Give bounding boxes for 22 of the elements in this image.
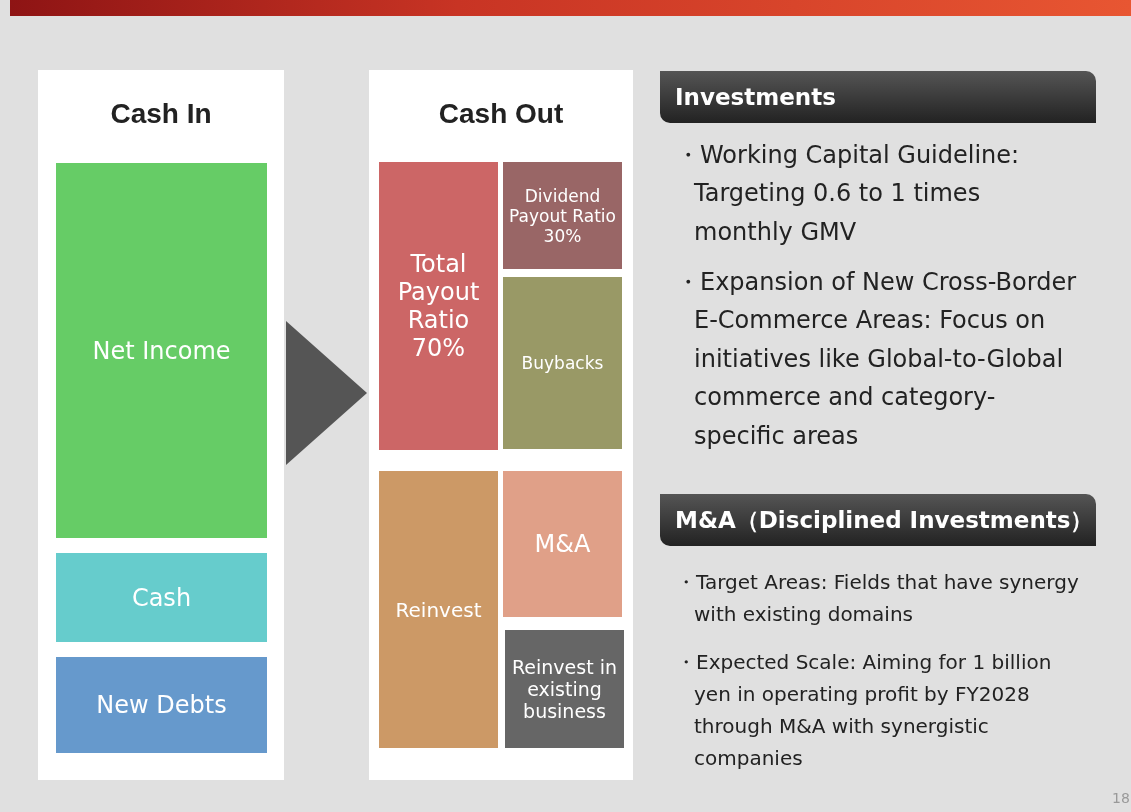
cash-out-panel — [369, 70, 633, 780]
panel-heading: Cash In — [109, 98, 213, 130]
block: Buybacks — [503, 277, 622, 449]
cash-in-panel — [38, 70, 284, 780]
section-header: M&A（Disciplined Investments） — [660, 494, 1096, 546]
block: Reinvest in existing business — [505, 630, 624, 748]
bullet-text: ・Expansion of New Cross-Border E-Commerce Areas: Focus on initiatives like Global-to-Global commerce and category-specific areas — [676, 267, 1077, 452]
title-bar — [10, 0, 1131, 16]
bullet-text: ・Working Capital Guideline: Targeting 0.6 to 1 times monthly GMV — [676, 140, 1021, 248]
section-header: Investments — [660, 71, 1096, 123]
panel-heading: Cash Out — [437, 98, 565, 130]
page-number: 18 — [1112, 790, 1131, 806]
block: Cash — [56, 553, 267, 642]
bullet-text: ・Expected Scale: Aiming for 1 billion yen in operating profit by FY2028 through M&A with synergistic companies — [676, 649, 1053, 772]
block: Total Payout Ratio 70% — [379, 162, 498, 450]
bullet-text: ・Target Areas: Fields that have synergy with existing domains — [676, 569, 1080, 628]
block: Net Income — [56, 163, 267, 538]
block: New Debts — [56, 657, 267, 753]
block: Dividend Payout Ratio 30% — [503, 162, 622, 269]
chevron-arrow — [286, 321, 367, 465]
block: Reinvest — [379, 471, 498, 748]
block: M&A — [503, 471, 622, 617]
